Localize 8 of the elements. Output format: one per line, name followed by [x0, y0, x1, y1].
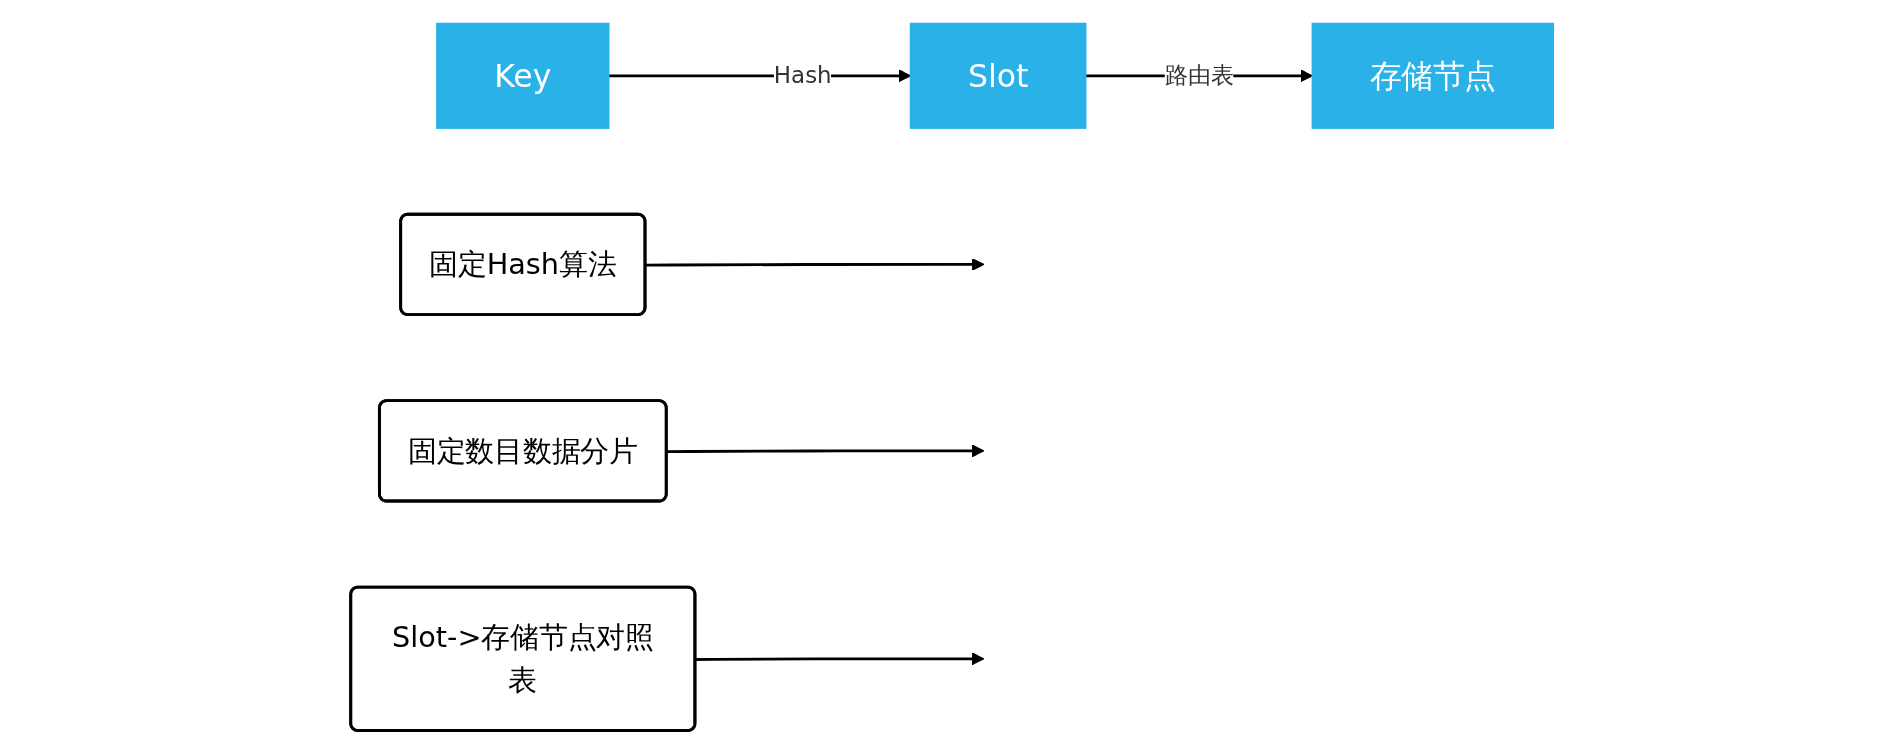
- arrow: [645, 258, 985, 271]
- node-box: Key: [436, 22, 610, 129]
- edge-label: 路由表: [1164, 61, 1234, 89]
- node-box: Slot: [909, 22, 1087, 129]
- node-box: 存储节点: [1311, 22, 1554, 129]
- edge-label: Hash: [773, 61, 832, 89]
- arrow: [695, 652, 985, 666]
- arrow: [666, 444, 985, 458]
